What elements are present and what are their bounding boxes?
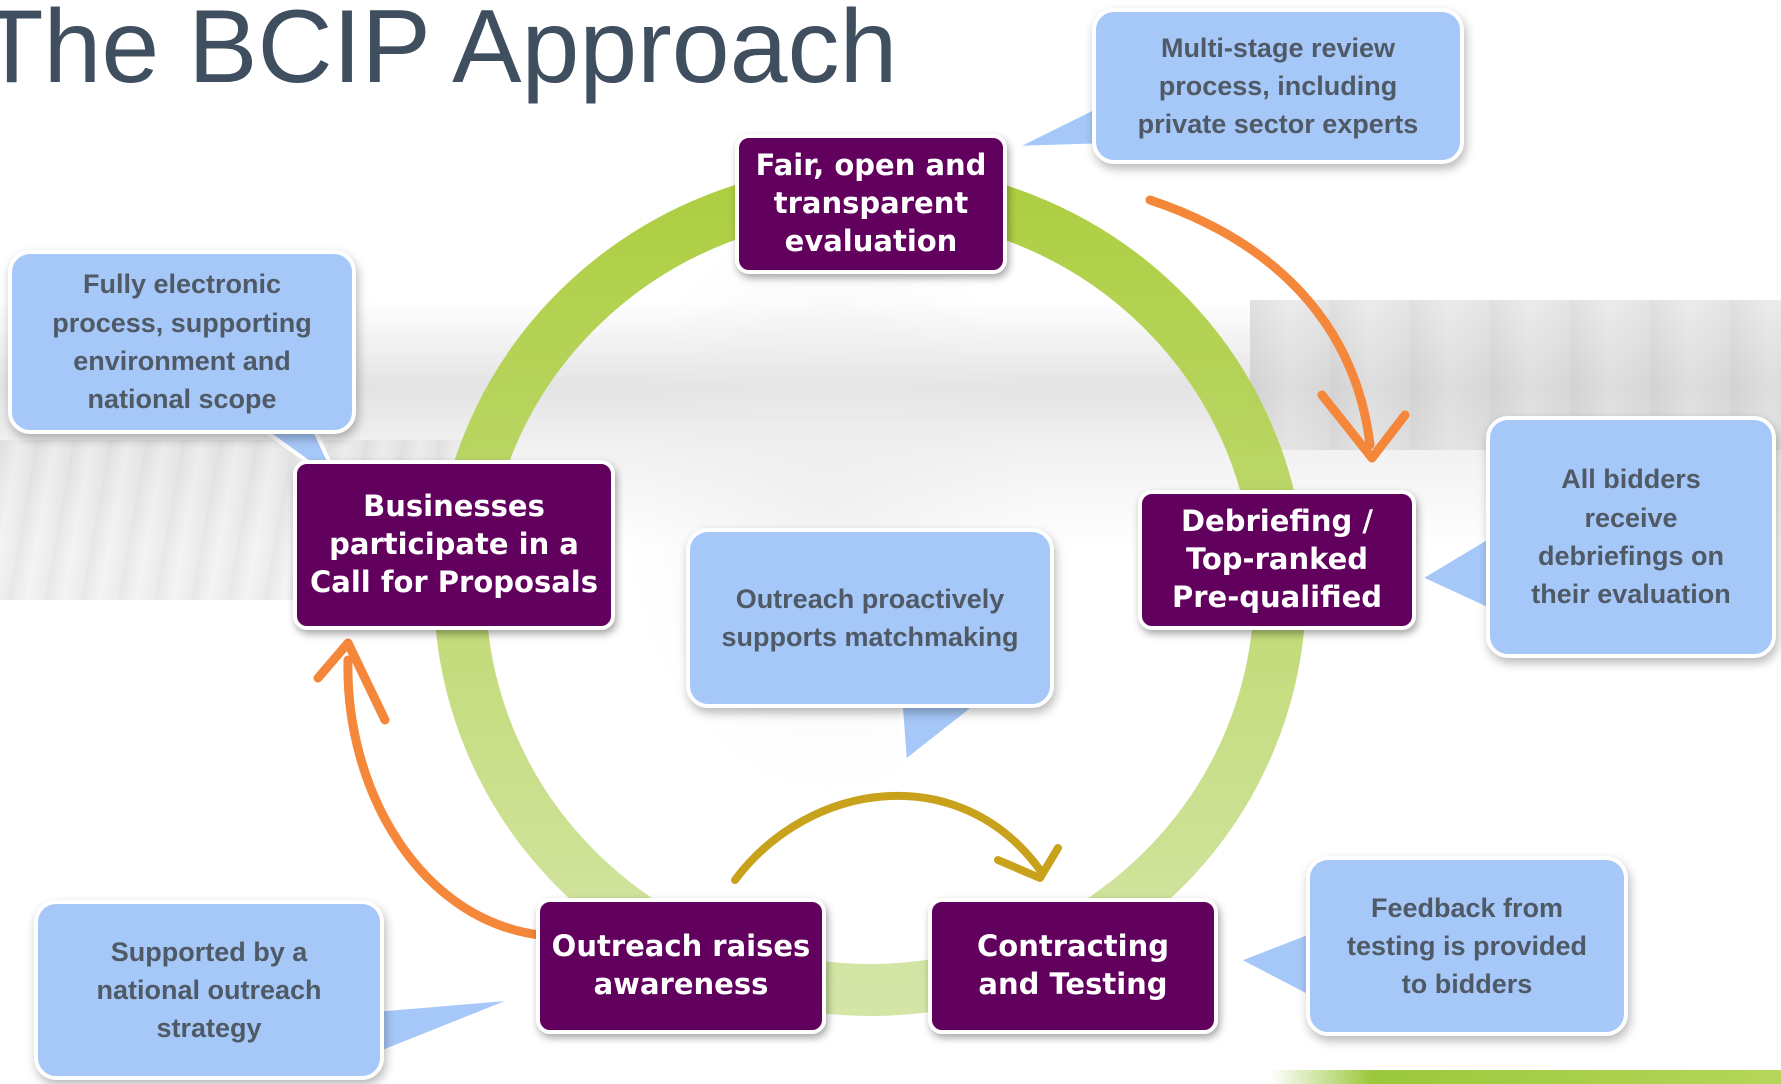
stage-contracting-label: Contracting and Testing [977,929,1169,1001]
outreach-strategy-note-tail [373,996,520,1057]
note-matchmaking-text: Outreach proactively supports matchmakin… [721,583,1019,652]
note-debriefings-text: All bidders receive debriefings on their… [1531,464,1731,610]
stage-contracting: Contracting and Testing [928,898,1218,1034]
stage-evaluation: Fair, open and transparent evaluation [735,134,1007,274]
note-matchmaking: Outreach proactively supports matchmakin… [686,528,1054,708]
note-review-process: Multi-stage review process, including pr… [1092,8,1464,164]
note-debriefings: All bidders receive debriefings on their… [1486,416,1776,658]
arrow-evaluation-to-debriefing [1145,195,1375,450]
note-outreach-strategy: Supported by a national outreach strateg… [34,900,384,1080]
stage-outreach-label: Outreach raises awareness [551,929,811,1001]
feedback-note-tail [1236,928,1317,1002]
note-electronic-process: Fully electronic process, supporting env… [8,250,356,434]
note-feedback-text: Feedback from testing is provided to bid… [1346,892,1588,1000]
arrow-evaluation-to-debriefing-head [1317,390,1410,463]
arrow-outreach-to-proposals-head [313,638,390,725]
arrow-outreach-to-contracting [731,791,1044,884]
note-electronic-process-text: Fully electronic process, supporting env… [52,269,312,415]
note-feedback: Feedback from testing is provided to bid… [1306,856,1628,1036]
stage-debriefing: Debriefing / Top-ranked Pre-qualified [1138,490,1416,630]
stage-debriefing-label: Debriefing / Top-ranked Pre-qualified [1171,504,1383,614]
stage-evaluation-label: Fair, open and transparent evaluation [755,148,987,258]
note-review-process-text: Multi-stage review process, including pr… [1137,32,1419,140]
arrow-outreach-to-contracting-head [994,844,1062,882]
stage-outreach: Outreach raises awareness [536,898,826,1034]
stage-call-for-proposals: Businesses participate in a Call for Pro… [293,460,615,630]
stage-call-for-proposals-label: Businesses participate in a Call for Pro… [310,489,598,599]
arrow-outreach-to-proposals [343,655,545,940]
footer-accent-strip [1270,1070,1781,1084]
note-outreach-strategy-text: Supported by a national outreach strateg… [96,936,322,1044]
slide-title: The BCIP Approach [0,0,898,105]
